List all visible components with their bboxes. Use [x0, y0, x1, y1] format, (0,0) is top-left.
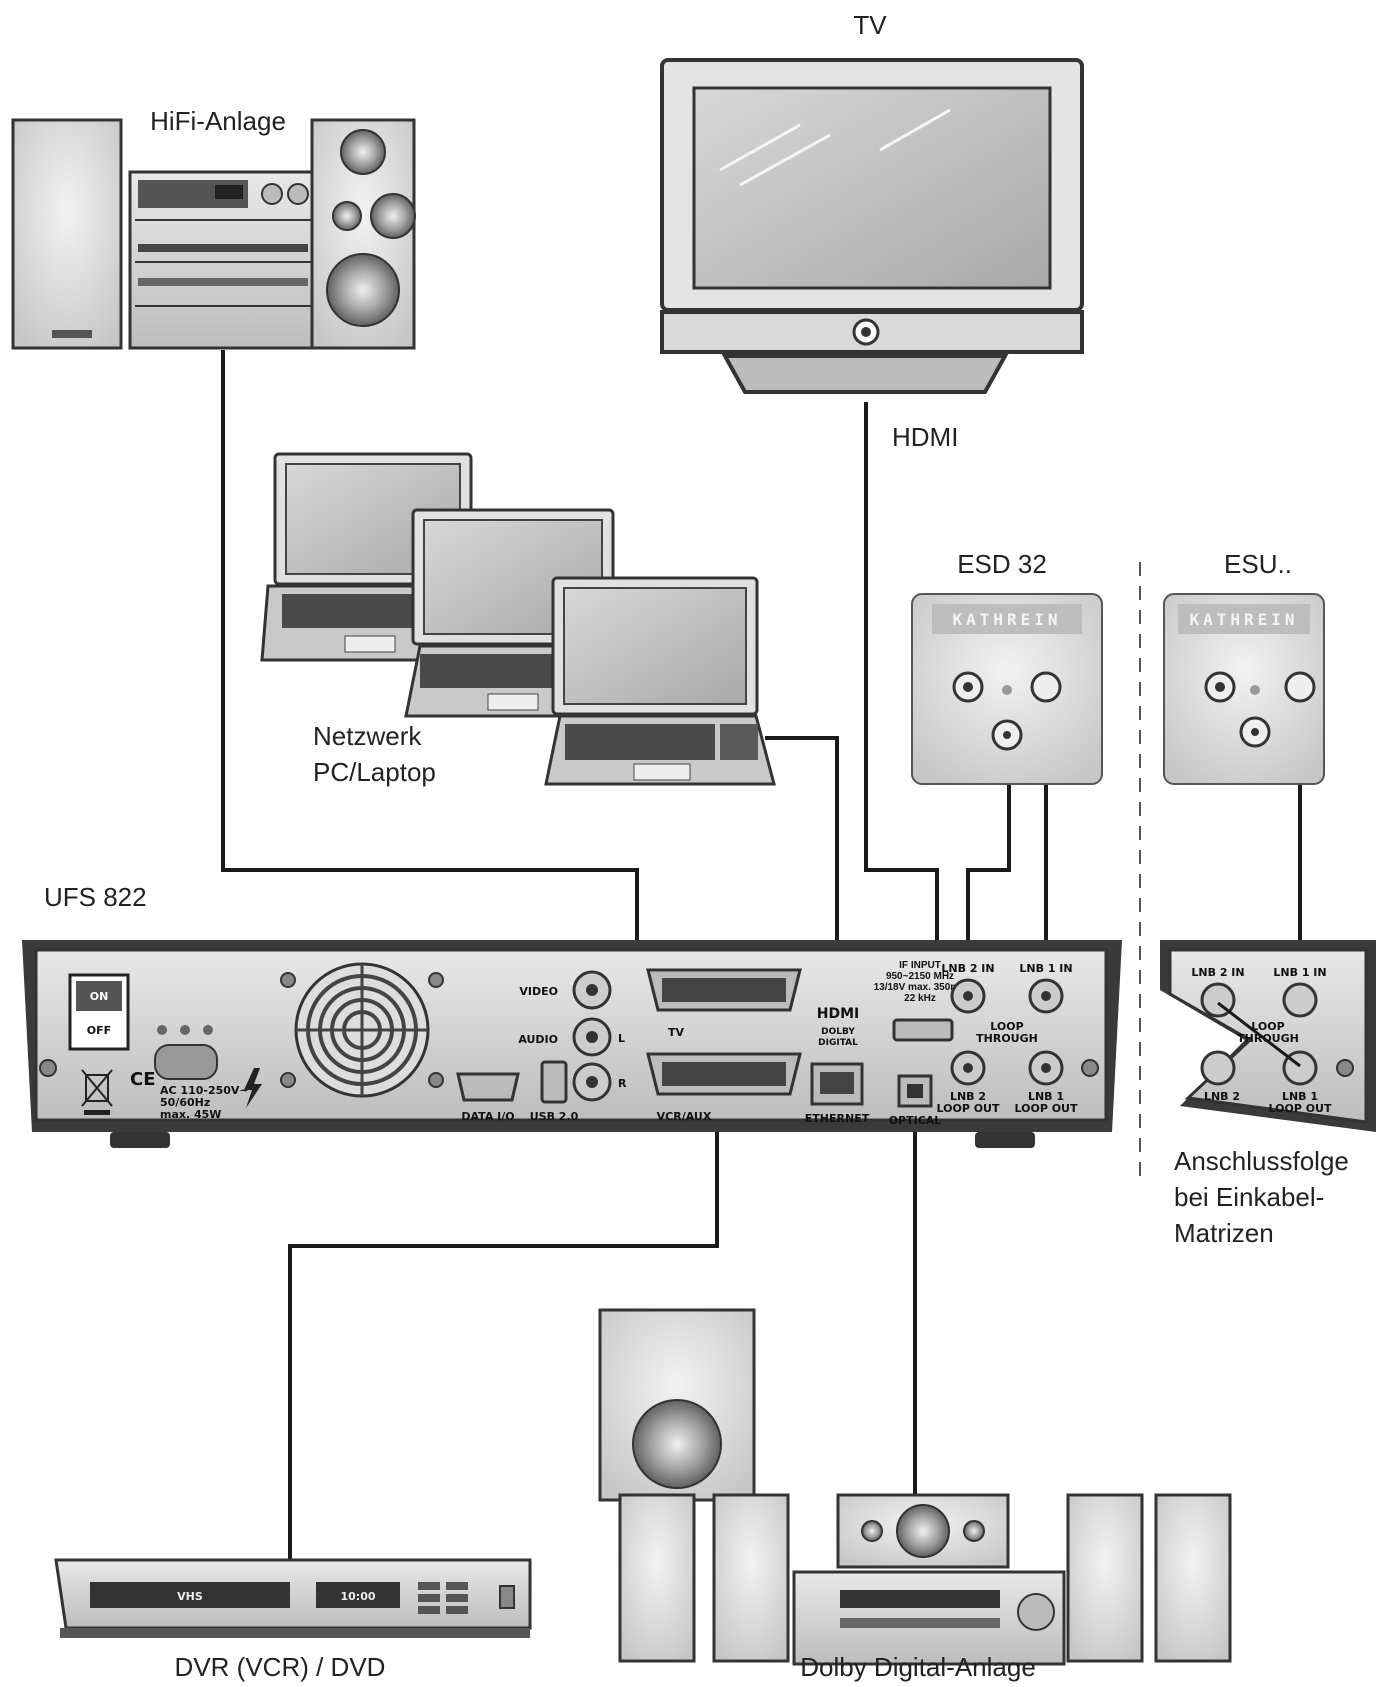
lnb1-loop-out-line1: LNB 1: [1028, 1090, 1064, 1103]
rca-audio-l-port[interactable]: [572, 1017, 612, 1057]
if-input-line1: IF INPUT: [899, 960, 941, 971]
dvr-clock: 10:00: [340, 1590, 375, 1603]
esu-brand: KATHREIN: [1189, 610, 1298, 629]
off-label: OFF: [87, 1024, 111, 1037]
lnb2-loop-out-line1: LNB 2: [950, 1090, 986, 1103]
inset-lnb1-out-line2: LOOP OUT: [1269, 1102, 1332, 1115]
network-label-line2: PC/Laptop: [313, 757, 436, 787]
hdmi-logo: HDMI: [817, 1006, 859, 1022]
usb-label: USB 2.0: [530, 1110, 579, 1123]
optical-label: OPTICAL: [889, 1114, 942, 1127]
if-input-line4: 22 kHz: [904, 993, 936, 1004]
rca-audio-r-port[interactable]: [572, 1062, 612, 1102]
network-label-line1: Netzwerk: [313, 721, 422, 751]
optical-port[interactable]: [897, 1074, 933, 1108]
esd32-outlet: KATHREIN: [911, 593, 1103, 785]
tv-scart-label: TV: [668, 1026, 685, 1039]
lnb2-loop-out-line2: LOOP OUT: [937, 1102, 1000, 1115]
audio-r-label: R: [618, 1077, 627, 1090]
anschluss-label-line1: Anschlussfolge: [1174, 1146, 1349, 1176]
hifi-label: HiFi-Anlage: [150, 106, 286, 136]
dolby-logo-line2: DIGITAL: [818, 1038, 858, 1048]
hdmi-port[interactable]: [892, 1018, 954, 1042]
inset-loop-line2: THROUGH: [1237, 1032, 1299, 1045]
dvr-label: DVR (VCR) / DVD: [175, 1652, 386, 1682]
loop-through-line1: LOOP: [990, 1020, 1023, 1033]
inset-lnb1-in-port[interactable]: [1282, 982, 1318, 1018]
cable-inset-loop-top: [1217, 1001, 1301, 1068]
usb-port[interactable]: [540, 1060, 568, 1104]
esu-outlet: KATHREIN: [1163, 593, 1325, 785]
on-label: ON: [90, 990, 109, 1003]
hifi-device: [11, 118, 416, 350]
lnb1-in-label: LNB 1 IN: [1019, 962, 1072, 975]
cable-esd-lnb2: [966, 740, 1011, 992]
cable-vcr-scart: [288, 1100, 719, 1560]
video-label: VIDEO: [519, 985, 558, 998]
ethernet-label: ETHERNET: [805, 1112, 870, 1125]
lnb1-loop-out-line2: LOOP OUT: [1015, 1102, 1078, 1115]
vcr-aux-label: VCR/AUX: [657, 1110, 712, 1123]
lnb1-in-port[interactable]: [1028, 978, 1064, 1014]
dolby-label: Dolby Digital-Anlage: [800, 1652, 1036, 1682]
power-spec-line2: 50/60Hz: [160, 1096, 210, 1109]
lnb2-loop-out-port[interactable]: [950, 1050, 986, 1086]
ufs822-label: UFS 822: [44, 882, 147, 912]
esu-label: ESU..: [1224, 549, 1292, 579]
inset-loop-line1: LOOP: [1251, 1020, 1284, 1033]
tv-device: [660, 58, 1084, 394]
inset-lnb2-out-label: LNB 2: [1204, 1090, 1240, 1103]
inset-lnb1-in-label: LNB 1 IN: [1273, 966, 1326, 979]
esd32-label: ESD 32: [957, 549, 1047, 579]
dolby-system: [598, 1308, 1232, 1666]
laptop-3: [544, 576, 776, 786]
dvr-display: VHS: [177, 1590, 203, 1603]
lnb2-in-port[interactable]: [950, 978, 986, 1014]
audio-label: AUDIO: [518, 1033, 558, 1046]
loop-through-line2: THROUGH: [976, 1032, 1038, 1045]
esd-brand: KATHREIN: [952, 610, 1061, 629]
inset-lnb2-in-label: LNB 2 IN: [1191, 966, 1244, 979]
data-io-port[interactable]: [456, 1072, 520, 1102]
lnb1-loop-out-port[interactable]: [1028, 1050, 1064, 1086]
inset-lnb1-out-line1: LNB 1: [1282, 1090, 1318, 1103]
dvr-device: VHS 10:00: [54, 1558, 532, 1638]
dolby-logo-line1: DOLBY: [821, 1027, 855, 1037]
power-spec-line1: AC 110-250V~: [160, 1084, 249, 1097]
tv-scart-port[interactable]: [646, 968, 802, 1012]
inset-lnb2-out-port[interactable]: [1200, 1050, 1236, 1086]
einkabel-inset-panel: LNB 2 IN LNB 1 IN LOOP THROUGH LNB 2 LNB…: [1160, 940, 1376, 1132]
lightning-icon: [244, 1068, 262, 1108]
anschluss-label-line2: bei Einkabel-: [1174, 1182, 1324, 1212]
if-input-line3: 13/18V max. 350mA: [874, 982, 967, 993]
ce-mark: CE: [130, 1069, 156, 1090]
rca-video-port[interactable]: [572, 970, 612, 1010]
data-io-label: DATA I/O: [461, 1110, 514, 1123]
fan-grille: [280, 962, 444, 1098]
hdmi-label: HDMI: [892, 422, 958, 452]
audio-l-label: L: [618, 1032, 625, 1045]
if-input-line2: 950~2150 MHz: [886, 971, 954, 982]
ethernet-port[interactable]: [810, 1062, 864, 1106]
vcr-scart-port[interactable]: [646, 1052, 802, 1096]
ufs822-receiver: ON OFF CE AC 110-250V~ 50/60Hz max. 45W: [22, 940, 1122, 1148]
lnb2-in-label: LNB 2 IN: [941, 962, 994, 975]
power-spec-line3: max. 45W: [160, 1108, 221, 1121]
weee-icon: [81, 1069, 113, 1115]
anschluss-label-line3: Matrizen: [1174, 1218, 1274, 1248]
tv-label: TV: [853, 10, 887, 40]
